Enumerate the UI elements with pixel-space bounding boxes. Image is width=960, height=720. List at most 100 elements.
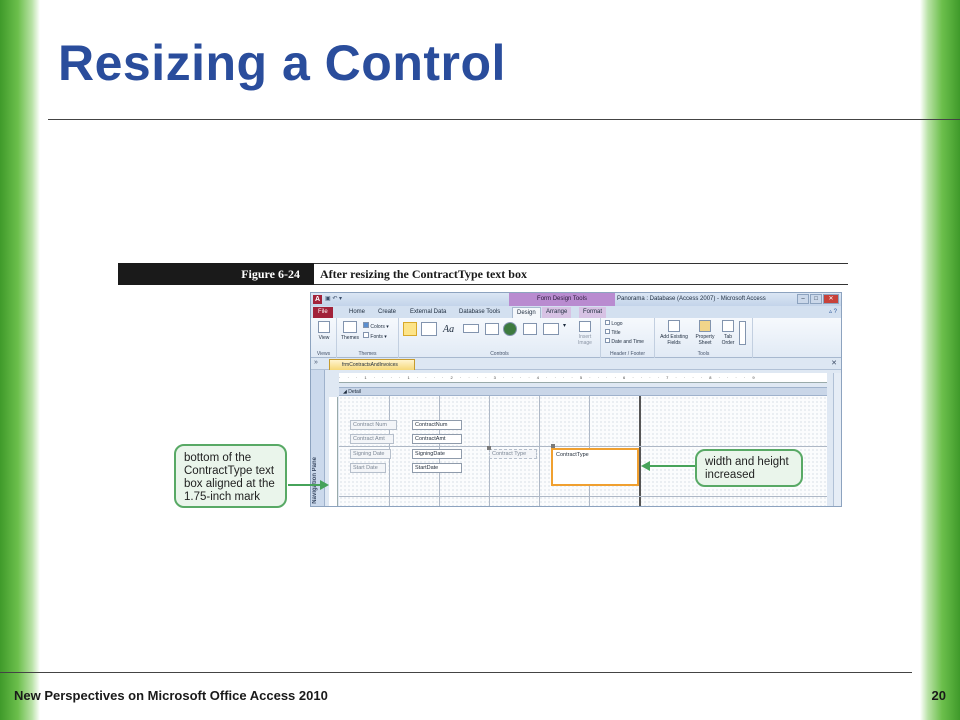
start-date-textbox[interactable]: StartDate: [412, 463, 462, 473]
tab-file[interactable]: File: [313, 307, 333, 318]
group-header-footer-label: Header / Footer: [609, 351, 646, 357]
contract-type-textbox-label: ContractType: [556, 452, 589, 458]
vertical-scrollbar[interactable]: [833, 373, 841, 506]
subform-icon: [739, 321, 746, 345]
tab-arrange[interactable]: Arrange: [542, 307, 572, 318]
navigation-control-tool[interactable]: [543, 323, 559, 337]
contract-type-label[interactable]: Contract Type: [489, 449, 537, 459]
quick-access-toolbar[interactable]: ▣ ↶ ▾: [325, 296, 343, 302]
hyperlink-tool[interactable]: [503, 322, 517, 338]
start-date-label[interactable]: Start Date: [350, 463, 386, 473]
context-tab-form-design-tools: Form Design Tools: [509, 293, 615, 306]
help-icon[interactable]: ▵ ?: [828, 309, 837, 315]
logo-icon: [605, 320, 610, 325]
signing-date-textbox[interactable]: SigningDate: [412, 449, 462, 459]
tab-design[interactable]: Design: [512, 307, 541, 318]
figure-number: Figure 6-24: [241, 267, 300, 281]
document-tab[interactable]: frmContractsAndInvoices: [329, 359, 415, 370]
close-document-icon[interactable]: ✕: [831, 360, 837, 367]
add-existing-fields-label: Add Existing Fields: [660, 334, 688, 346]
select-tool[interactable]: [403, 322, 417, 338]
logo-button[interactable]: Logo: [605, 320, 623, 327]
tab-format[interactable]: Format: [579, 307, 607, 318]
contract-amt-textbox[interactable]: ContractAmt: [412, 434, 462, 444]
group-controls-label: Controls: [490, 351, 509, 357]
view-icon: [318, 321, 330, 333]
text-box-tool[interactable]: [421, 322, 437, 338]
colors-button[interactable]: Colors ▾: [363, 322, 389, 330]
window-controls: – □ ✕: [797, 294, 839, 304]
callout-right-text: width and height increased: [705, 456, 789, 481]
colors-button-label: Colors: [370, 324, 385, 330]
web-browser-tool[interactable]: [523, 323, 537, 337]
group-tools-label: Tools: [697, 351, 710, 357]
fonts-button[interactable]: Fonts ▾: [363, 332, 387, 340]
tab-order-icon: [722, 320, 734, 332]
group-controls: Aa ▾ Insert Image Controls: [399, 318, 601, 358]
callout-left-text: bottom of the ContractType text box alig…: [184, 452, 275, 503]
contract-amt-label[interactable]: Contract Amt: [350, 434, 394, 444]
property-sheet-label: Property Sheet: [695, 334, 715, 346]
insert-image-label: Insert Image: [578, 334, 592, 346]
tab-control-icon: [485, 323, 499, 335]
view-button[interactable]: View: [315, 321, 333, 341]
figure-caption: After resizing the ContractType text box: [320, 267, 527, 281]
horizontal-ruler[interactable]: · · · 1 · · · · 1 · · · · 2 · · · · 3 · …: [339, 373, 827, 383]
tab-database-tools[interactable]: Database Tools: [459, 309, 501, 315]
text-box-icon: [421, 322, 437, 336]
themes-button-label: Themes: [340, 335, 360, 341]
callout-right: width and height increased: [695, 449, 803, 487]
add-existing-fields-button[interactable]: Add Existing Fields: [657, 320, 691, 346]
date-time-label: Date and Time: [611, 339, 644, 345]
grid-line: [539, 396, 540, 506]
fonts-icon: [363, 332, 369, 338]
title-button[interactable]: Title: [605, 329, 621, 336]
group-themes: Themes Colors ▾ Fonts ▾ Themes: [337, 318, 399, 358]
contract-type-textbox[interactable]: ContractType: [551, 448, 639, 486]
close-button[interactable]: ✕: [823, 294, 839, 304]
grid-line: [339, 446, 827, 447]
vertical-ruler[interactable]: [329, 397, 338, 506]
signing-date-label[interactable]: Signing Date: [350, 449, 391, 459]
web-browser-icon: [523, 323, 537, 335]
move-handle[interactable]: [487, 446, 491, 450]
left-decorative-stripe: [0, 0, 40, 720]
ribbon: View Views Themes Colors ▾ Fonts ▾ Theme…: [311, 318, 841, 358]
minimize-button[interactable]: –: [797, 294, 809, 304]
callout-left: bottom of the ContractType text box alig…: [174, 444, 287, 508]
detail-section-bar[interactable]: ◢ Detail: [339, 387, 827, 396]
figure-number-block: Figure 6-24: [118, 263, 314, 285]
tab-external-data[interactable]: External Data: [410, 309, 447, 315]
contract-num-textbox[interactable]: ContractNum: [412, 420, 462, 430]
grid-line: [339, 496, 827, 497]
form-right-edge[interactable]: [639, 396, 641, 506]
move-handle[interactable]: [551, 444, 555, 448]
tab-control-tool[interactable]: [485, 323, 499, 337]
callout-left-arrowhead: [320, 480, 329, 490]
maximize-button[interactable]: □: [810, 294, 822, 304]
access-app-icon[interactable]: A: [313, 295, 322, 304]
fonts-button-label: Fonts: [370, 334, 383, 340]
more-controls[interactable]: ▾: [563, 323, 567, 329]
date-time-button[interactable]: Date and Time: [605, 338, 644, 345]
title-bar: A ▣ ↶ ▾ Form Design Tools Panorama : Dat…: [311, 293, 841, 306]
tab-order-button[interactable]: Tab Order: [719, 320, 737, 346]
contract-num-label[interactable]: Contract Num: [350, 420, 397, 430]
label-tool[interactable]: Aa: [443, 324, 455, 335]
figure-caption-bar: Figure 6-24 After resizing the ContractT…: [118, 263, 848, 285]
tab-home[interactable]: Home: [349, 309, 366, 315]
property-sheet-button[interactable]: Property Sheet: [693, 320, 717, 346]
more-tools-icons[interactable]: [739, 321, 746, 347]
tab-create[interactable]: Create: [378, 309, 397, 315]
title-divider: [48, 119, 960, 120]
calendar-icon: [605, 338, 610, 343]
navigation-pane[interactable]: Navigation Pane: [311, 370, 325, 506]
footer-text: New Perspectives on Microsoft Office Acc…: [14, 688, 328, 703]
group-header-footer: Logo Title Date and Time Header / Footer: [601, 318, 655, 358]
ribbon-tabs: File Home Create External Data Database …: [311, 306, 841, 318]
button-tool[interactable]: [463, 324, 479, 335]
nav-pane-expand-icon[interactable]: »: [314, 359, 318, 366]
insert-image-button[interactable]: Insert Image: [573, 321, 597, 346]
themes-button[interactable]: Themes: [340, 321, 360, 341]
group-themes-label: Themes: [358, 351, 377, 357]
